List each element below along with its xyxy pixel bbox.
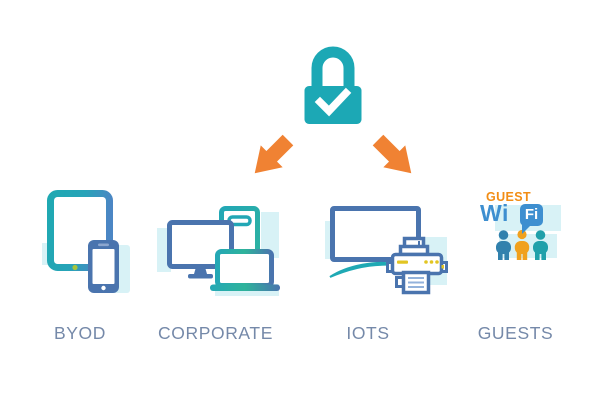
person-middle xyxy=(514,229,530,260)
arrow-down-right-icon xyxy=(372,134,412,174)
device-group-byod xyxy=(42,190,130,293)
device-group-iots xyxy=(325,206,448,295)
group-label-guests: GUESTS xyxy=(477,323,554,343)
phone-home-button xyxy=(101,285,106,291)
laptop-base xyxy=(210,284,280,291)
device-group-corporate xyxy=(157,206,280,296)
printer-body xyxy=(390,252,444,276)
tablet-home-button xyxy=(72,264,78,271)
person-left xyxy=(496,230,511,260)
arrow-down-left-icon xyxy=(254,134,294,174)
group-label-corporate: CORPORATE xyxy=(158,323,273,343)
glow-shape xyxy=(325,221,334,259)
monitor-base xyxy=(188,274,213,279)
person-right xyxy=(533,230,548,260)
guest-wifi-logo: GUEST Wi Fi xyxy=(477,190,567,304)
smart-tv-icon xyxy=(329,206,421,278)
speech-bubble-tail xyxy=(522,225,531,234)
group-label-byod: BYOD xyxy=(54,323,106,343)
checkmark-icon xyxy=(314,87,352,117)
printer-icon xyxy=(386,236,448,295)
wifi-wi-text: Wi xyxy=(480,200,509,226)
phone-speaker xyxy=(98,243,109,247)
group-label-iots: IOTS xyxy=(346,323,390,343)
wifi-fi-bubble: Fi xyxy=(520,204,543,226)
padlock-shackle xyxy=(311,46,355,88)
laptop-icon xyxy=(210,249,280,291)
glow-shape xyxy=(261,212,279,258)
smartphone-icon xyxy=(88,240,119,293)
guest-text: GUEST xyxy=(486,190,532,204)
printer-status-bar xyxy=(397,260,408,264)
people-icon xyxy=(496,229,548,260)
padlock-check-icon xyxy=(304,46,362,124)
monitor-neck xyxy=(194,267,207,274)
printer-paper xyxy=(401,270,431,295)
